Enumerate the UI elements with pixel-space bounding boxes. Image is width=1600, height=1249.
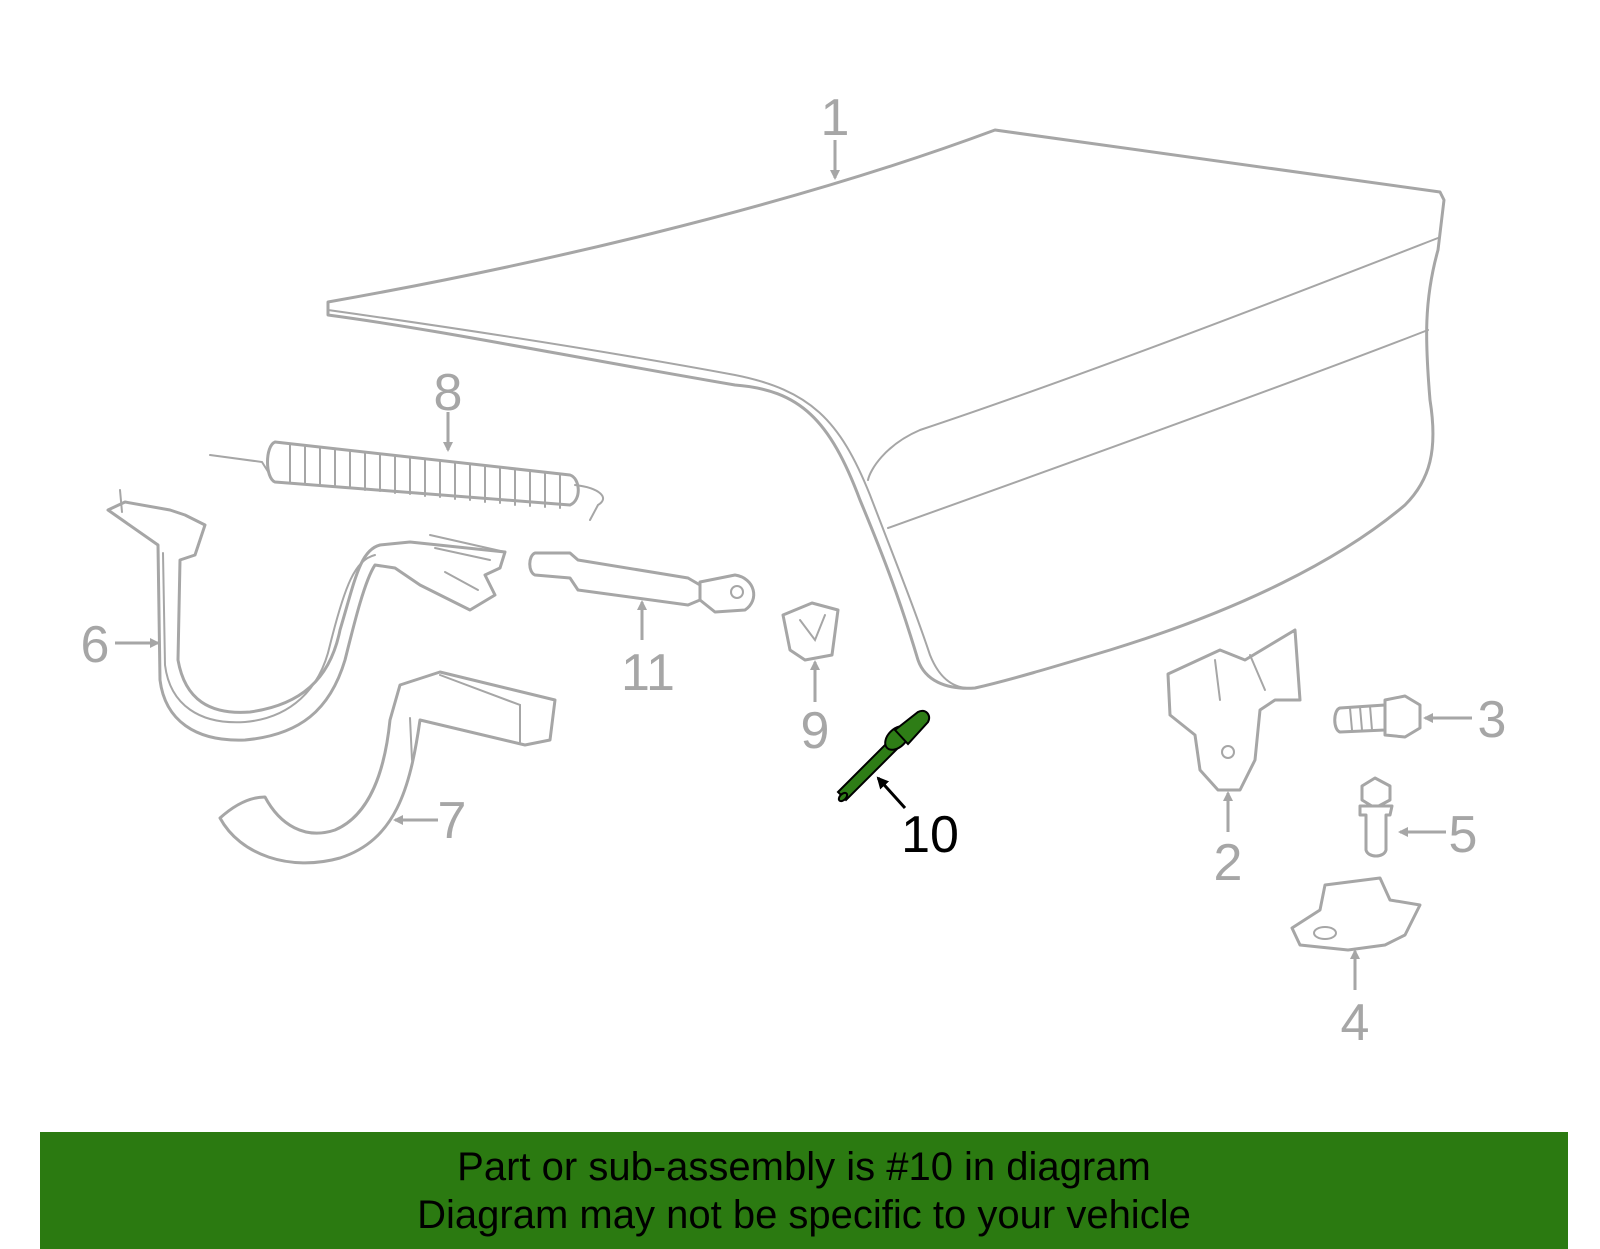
callout-label-3: 3 [1478, 691, 1507, 749]
part-info-banner: Part or sub-assembly is #10 in diagram D… [40, 1132, 1568, 1249]
torsion-spring-part [209, 440, 604, 521]
callout-label-2: 2 [1214, 834, 1243, 892]
bumper-part [781, 601, 840, 662]
bracket-plate-part [1290, 876, 1422, 952]
callout-label-6: 6 [81, 616, 110, 674]
callout-label-11: 11 [621, 644, 675, 702]
callout-label-10-highlighted: 10 [901, 806, 959, 864]
gas-strut-part [528, 551, 756, 614]
callout-arrows [115, 140, 1472, 990]
banner-line-part-number: Part or sub-assembly is #10 in diagram [457, 1144, 1151, 1189]
highlighted-pin-part-10 [836, 709, 931, 803]
hinge-part [106, 489, 507, 742]
callout-label-1: 1 [821, 89, 850, 147]
trim-panel-part [218, 670, 557, 865]
trunk-lid-part [326, 128, 1446, 690]
banner-line-disclaimer: Diagram may not be specific to your vehi… [417, 1192, 1191, 1237]
callout-label-4: 4 [1341, 994, 1370, 1052]
callout-label-8: 8 [434, 364, 463, 422]
parts-diagram: 1 8 6 11 9 7 2 3 5 4 10 [81, 89, 1507, 1052]
latch-part [1166, 628, 1302, 792]
callout-label-9: 9 [801, 702, 830, 760]
callout-label-5: 5 [1449, 806, 1478, 864]
callout-label-7: 7 [438, 792, 467, 850]
bolt-part-5 [1358, 776, 1394, 858]
bolt-part-3 [1333, 694, 1422, 739]
